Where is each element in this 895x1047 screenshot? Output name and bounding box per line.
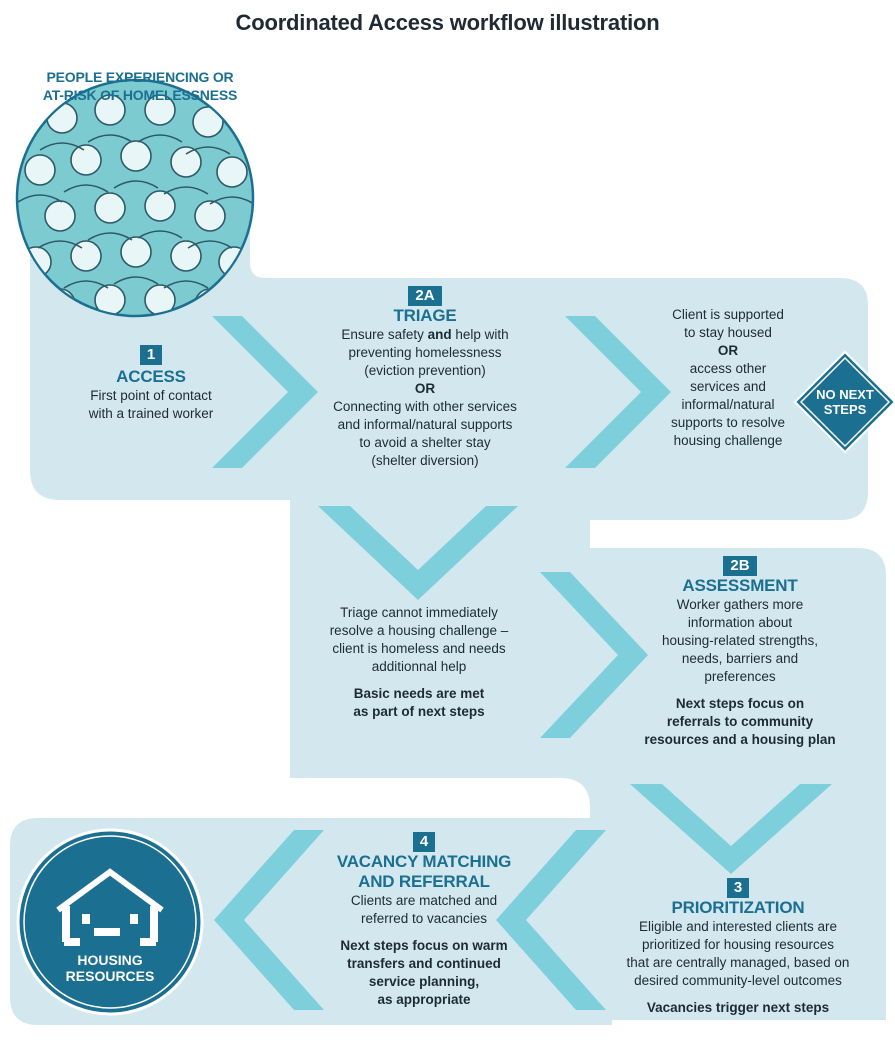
assessment-number-badge: 2B [723,556,757,576]
triage-line-1-a: Ensure safety [341,327,428,342]
chevron-assessment-down [630,784,832,874]
no-next-steps-diamond [793,350,895,454]
prioritization-step: 3 PRIORITIZATION Eligible and interested… [598,878,878,1017]
chevron-to-vacancy [496,830,606,1010]
no-next-steps-line-2: STEPS [823,402,867,417]
triage-cannot-line-4: additionnal help [371,659,467,674]
access-step: 1 ACCESS First point of contact with a t… [66,345,236,423]
prioritization-line-2: prioritized for housing resources [641,937,835,952]
chevron-to-housing [214,830,324,1010]
chevron-to-assessment [540,572,648,738]
assessment-line-5: preferences [704,669,776,684]
assessment-line-1: Worker gathers more [676,597,804,612]
triage-step: 2A TRIAGE Ensure safety and help with pr… [300,286,550,470]
triage-or: OR [414,381,436,396]
supported-line-3: access other [689,361,767,376]
no-next-steps-label: NO NEXT STEPS [805,387,885,417]
access-line-2: with a trained worker [88,406,214,421]
access-line-1: First point of contact [90,388,212,403]
triage-cannot-line-2: resolve a housing challenge – [329,623,509,638]
chevron-triage-to-supported [565,316,671,468]
triage-cannot-line-1: Triage cannot immediately [340,605,498,620]
assessment-line-4: needs, barriers and [681,651,799,666]
triage-number-badge: 2A [408,286,442,306]
housing-resources-line-2: RESOURCES [65,968,155,984]
triage-cannot-resolve: Triage cannot immediately resolve a hous… [304,604,534,721]
access-number-badge: 1 [139,345,163,365]
prioritization-bold: Vacancies trigger next steps [646,1000,830,1015]
chevron-access-to-triage [212,316,318,468]
triage-line-3: (eviction prevention) [364,363,486,378]
triage-line-7: (shelter diversion) [371,453,479,468]
triage-line-1-and: and [427,327,452,342]
vacancy-line-1: Clients are matched and [350,893,498,908]
triage-line-5: and informal/natural supports [337,417,513,432]
supported-line-7: housing challenge [673,433,783,448]
triage-cannot-bold-1: Basic needs are met [353,686,485,701]
housing-resources-icon [16,828,204,1016]
vacancy-bold-3: service planning, [368,974,480,989]
prioritization-line-4: desired community-level outcomes [634,973,842,988]
prioritization-heading: PRIORITIZATION [671,898,805,917]
no-next-steps-line-1: NO NEXT [816,387,874,402]
assessment-step: 2B ASSESSMENT Worker gathers more inform… [630,556,850,749]
supported-line-2: to stay housed [684,325,772,340]
supported-or: OR [717,343,739,358]
prioritization-line-3: that are centrally managed, based on [626,955,850,970]
vacancy-bold-1: Next steps focus on warm [340,938,508,953]
triage-cannot-bold-2: as part of next steps [353,704,485,719]
vacancy-number-badge: 4 [412,832,436,852]
supported-line-6: supports to resolve [670,415,786,430]
prioritization-line-1: Eligible and interested clients are [638,919,838,934]
chevron-triage-down [318,506,518,600]
triage-line-2: preventing homelessness [348,345,502,360]
vacancy-bold-4: as appropriate [377,992,471,1007]
supported-line-5: informal/natural [681,397,775,412]
people-label-line-2: AT-RISK OF HOMELESSNESS [42,87,238,103]
vacancy-bold-2: transfers and continued [347,956,501,971]
supported-line-1: Client is supported [672,307,784,322]
supported-line-4: services and [690,379,766,394]
supported-outcome: Client is supported to stay housed OR ac… [648,306,808,450]
assessment-bold-3: resources and a housing plan [644,732,836,747]
page-title: Coordinated Access workflow illustration [235,10,660,35]
assessment-line-3: housing-related strengths, [661,633,819,648]
triage-line-6: to avoid a shelter stay [359,435,491,450]
triage-heading: TRIAGE [393,306,457,325]
people-label: PEOPLE EXPERIENCING OR AT-RISK OF HOMELE… [30,68,250,104]
triage-line-1: Ensure safety and help with [300,326,550,344]
prioritization-number-badge: 3 [726,878,750,898]
vacancy-heading-line-1: VACANCY MATCHING [336,852,512,871]
housing-resources-line-1: HOUSING [77,952,143,968]
people-label-line-1: PEOPLE EXPERIENCING OR [46,69,234,85]
housing-resources-label: HOUSING RESOURCES [50,952,170,984]
triage-line-4: Connecting with other services [333,399,517,414]
assessment-heading: ASSESSMENT [682,576,798,595]
access-heading: ACCESS [116,367,186,386]
assessment-bold-2: referrals to community [666,714,814,729]
vacancy-heading-line-2: AND REFERRAL [358,872,490,891]
vacancy-matching-step: 4 VACANCY MATCHING AND REFERRAL Clients … [326,832,522,1009]
vacancy-line-2: referred to vacancies [360,911,488,926]
triage-cannot-line-3: client is homeless and needs [332,641,506,656]
assessment-bold-1: Next steps focus on [675,696,805,711]
assessment-line-2: information about [687,615,793,630]
triage-line-1-c: help with [451,327,509,342]
